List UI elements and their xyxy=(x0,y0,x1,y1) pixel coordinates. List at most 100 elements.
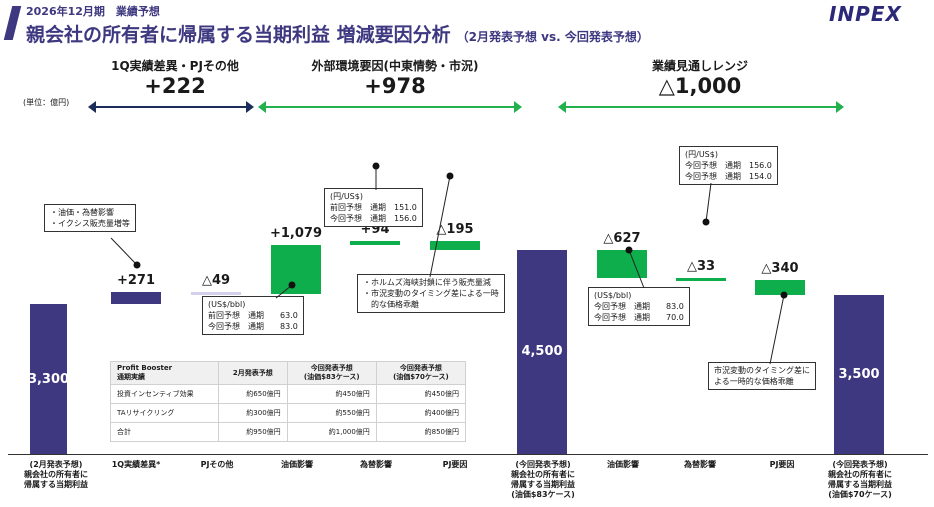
waterfall-bar-7 xyxy=(597,249,647,279)
group-value-external: +978 xyxy=(364,74,426,98)
note-line: ・油価・為替影響 xyxy=(50,208,114,217)
connector-pj-2 xyxy=(769,294,785,365)
note-pj-2: 市況変動のタイミング差に よる一時的な価格乖離 xyxy=(708,362,816,390)
note-line: 今回予想 通期 154.0 xyxy=(685,172,772,181)
table-row: TAリサイクリング 約300億円 約550億円 約400億円 xyxy=(110,403,467,423)
unit-label: (単位：億円) xyxy=(23,98,70,107)
note-line: ・ホルムズ海峡封鎖に伴う販売量減 xyxy=(363,278,491,287)
table-cell: TAリサイクリング xyxy=(110,403,219,423)
table-cell: 約550億円 xyxy=(286,403,377,423)
x-label-pj-2: PJ要因 xyxy=(769,460,795,469)
table-cell: 約300億円 xyxy=(218,403,288,423)
x-label-pj-1: PJ要因 xyxy=(442,460,468,469)
waterfall-bar-1 xyxy=(111,291,161,305)
group-label-1q: 1Q実績差異・PJその他 xyxy=(111,59,239,73)
total-bar-10: 3,500 xyxy=(834,295,884,454)
page-title-main: 親会社の所有者に帰属する当期利益 増減要因分析 xyxy=(26,24,451,46)
x-label-fx-1: 為替影響 xyxy=(360,460,392,469)
table-cell: 合計 xyxy=(110,422,219,442)
waterfall-bar-2 xyxy=(191,291,241,295)
connector-dot-1q xyxy=(133,261,141,269)
table-cell: 約450億円 xyxy=(286,384,377,404)
group-label-range: 業績見通しレンジ xyxy=(651,59,748,73)
group-value-1q: +222 xyxy=(144,74,206,98)
x-label-current-70: (今回発表予想) 親会社の所有者に 帰属する当期利益 (油価$70ケース) xyxy=(828,460,892,499)
x-label-oil-2: 油価影響 xyxy=(607,460,639,469)
data-label-3: +1,079 xyxy=(269,226,322,242)
table-row: 投資インセンティブ効果 約650億円 約450億円 約450億円 xyxy=(110,384,467,404)
header-accent-bar xyxy=(3,6,22,40)
note-line: (円/US$) xyxy=(330,192,363,201)
connector-dot-fx-1 xyxy=(372,162,380,170)
table-header-row: Profit Booster 通期実績 2月発表予想 今回発表予想 (油価$83… xyxy=(110,361,467,385)
waterfall-bar-3 xyxy=(271,245,321,295)
note-line: ・市況変動のタイミング差による一時 xyxy=(363,289,499,298)
chart-baseline xyxy=(8,454,928,455)
waterfall-bar-8 xyxy=(676,278,726,282)
x-label-pj-other: PJその他 xyxy=(200,460,234,469)
note-line: ・イクシス販売量増等 xyxy=(50,219,130,228)
page-title-suffix: （2月発表予想 vs. 今回発表予想） xyxy=(456,30,649,44)
table-cell: 約650億円 xyxy=(218,384,288,404)
note-line: 今回予想 通期 156.0 xyxy=(330,214,417,223)
connector-dot-pj-1 xyxy=(446,172,454,180)
x-label-feb-forecast: (2月発表予想) 親会社の所有者に 帰属する当期利益 xyxy=(24,460,88,489)
data-label-9: △340 xyxy=(761,260,799,276)
note-fx-1: (円/US$) 前回予想 通期 151.0 今回予想 通期 156.0 xyxy=(324,188,423,227)
note-line: 今回予想 通期 83.0 xyxy=(208,322,298,331)
data-label-7: △627 xyxy=(603,230,641,246)
inpex-logo: INPEX xyxy=(829,2,902,26)
note-1q-drivers: ・油価・為替影響 ・イクシス販売量増等 xyxy=(44,204,136,232)
note-line: (US$/bbl) xyxy=(594,291,632,300)
table-cell: 約1,000億円 xyxy=(286,422,377,442)
waterfall-bar-5 xyxy=(430,240,480,250)
x-label-current-83: (今回発表予想) 親会社の所有者に 帰属する当期利益 (油価$83ケース) xyxy=(511,460,575,499)
waterfall-bar-9 xyxy=(755,279,805,296)
page-title: 親会社の所有者に帰属する当期利益 増減要因分析 （2月発表予想 vs. 今回発表予… xyxy=(26,20,649,47)
data-label-2: △49 xyxy=(201,272,231,288)
data-label-8: △33 xyxy=(686,259,716,275)
table-cell: 約400億円 xyxy=(375,403,467,423)
note-oil-price-1: (US$/bbl) 前回予想 通期 63.0 今回予想 通期 83.0 xyxy=(202,296,304,335)
table-cell: 約850億円 xyxy=(375,422,467,442)
x-label-1q-diff: 1Q実績差異* xyxy=(111,460,161,469)
note-line: 今回予想 通期 70.0 xyxy=(594,313,684,322)
table-cell: 投資インセンティブ効果 xyxy=(110,384,219,404)
table-header: 2月発表予想 xyxy=(218,361,288,385)
table-cell: 約950億円 xyxy=(218,422,288,442)
group-value-range: △1,000 xyxy=(658,74,742,98)
note-oil-price-2: (US$/bbl) 今回予想 通期 83.0 今回予想 通期 70.0 xyxy=(588,287,690,326)
note-line: 前回予想 通期 63.0 xyxy=(208,311,298,320)
profit-booster-table: Profit Booster 通期実績 2月発表予想 今回発表予想 (油価$83… xyxy=(110,361,467,442)
total-bar-6: 4,500 xyxy=(517,249,567,454)
table-header: 今回発表予想 (油価$83ケース) xyxy=(286,361,377,385)
note-line: 今回予想 通期 83.0 xyxy=(594,302,684,311)
table-header: 今回発表予想 (油価$70ケース) xyxy=(375,361,467,385)
note-line: よる一時的な価格乖離 xyxy=(714,377,794,386)
note-fx-2: (円/US$) 今回予想 通期 156.0 今回予想 通期 154.0 xyxy=(679,146,778,185)
group-arrow-external xyxy=(258,101,522,113)
x-label-fx-2: 為替影響 xyxy=(684,460,716,469)
note-pj-1: ・ホルムズ海峡封鎖に伴う販売量減 ・市況変動のタイミング差による一時 的な価格乖… xyxy=(357,274,505,313)
note-line: 前回予想 通期 151.0 xyxy=(330,203,417,212)
data-label-5: △195 xyxy=(436,221,474,237)
total-bar-0: 3,300 xyxy=(28,304,69,454)
group-arrow-1q xyxy=(88,101,254,113)
page-subtitle: 2026年12月期 業績予想 xyxy=(26,5,160,18)
note-line: (US$/bbl) xyxy=(208,300,246,309)
connector-dot-fx-2 xyxy=(702,218,710,226)
table-header: Profit Booster 通期実績 xyxy=(110,361,219,385)
connector-1q xyxy=(110,237,138,266)
table-row: 合計 約950億円 約1,000億円 約850億円 xyxy=(110,422,467,442)
table-cell: 約450億円 xyxy=(375,384,467,404)
data-label-1: +271 xyxy=(116,272,156,288)
note-line: 市況変動のタイミング差に xyxy=(714,366,810,375)
group-label-external: 外部環境要因(中東情勢・市況) xyxy=(311,59,479,73)
connector-fx-2 xyxy=(705,182,712,223)
waterfall-bar-4 xyxy=(350,240,400,246)
note-line: (円/US$) xyxy=(685,150,718,159)
note-line: 今回予想 通期 156.0 xyxy=(685,161,772,170)
group-arrow-range xyxy=(558,101,844,113)
note-line: 的な価格乖離 xyxy=(363,300,419,309)
x-label-oil-1: 油価影響 xyxy=(281,460,313,469)
